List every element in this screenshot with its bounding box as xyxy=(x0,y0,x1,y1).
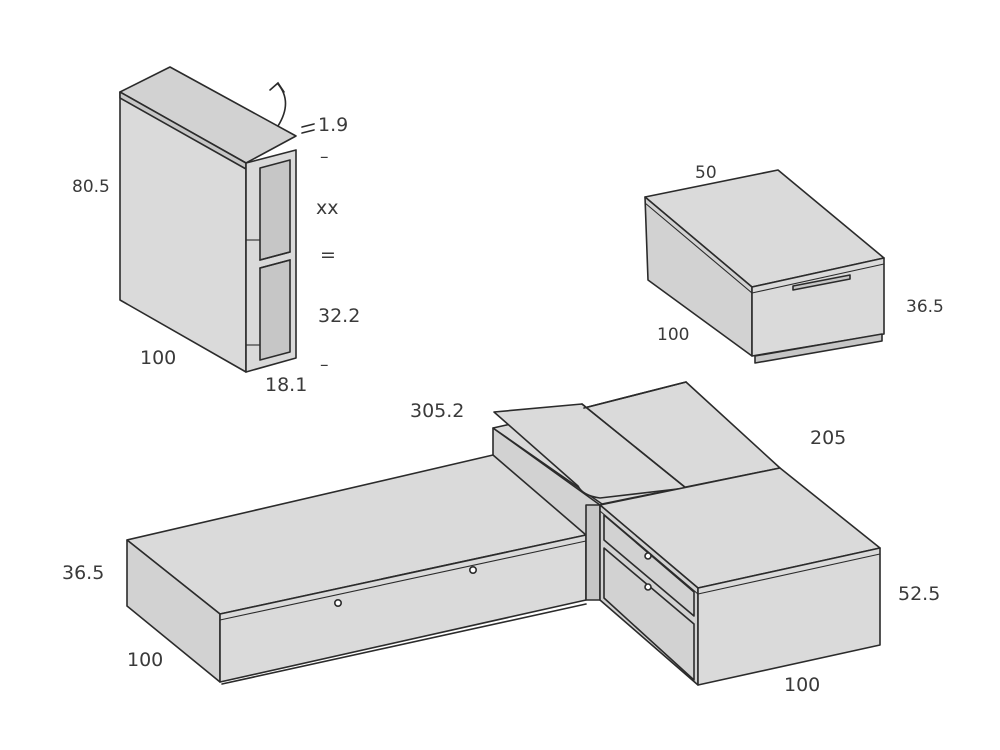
shelf-tick-mark-bottom: – xyxy=(320,355,329,375)
drawer-unit-width-label: 50 xyxy=(695,163,717,183)
bed-drawer-knob-right xyxy=(468,565,477,574)
shelf-lower-gap-label: 32.2 xyxy=(318,305,360,327)
total-length-label: 305.2 xyxy=(410,400,464,422)
drawer-unit-height-label: 36.5 xyxy=(906,297,944,317)
chest-upper-drawer xyxy=(603,514,695,617)
shelf-lower-compartment xyxy=(259,259,291,361)
shelf-width-label: 18.1 xyxy=(265,374,307,396)
shelf-upper-compartment xyxy=(259,159,291,261)
chest-height-label: 52.5 xyxy=(898,583,940,605)
shelf-upper-gap-label: xx xyxy=(316,197,339,219)
rotate-arrow-head xyxy=(269,81,285,93)
shelf-height-label: 80.5 xyxy=(72,177,110,197)
shelf-equal-mark: = xyxy=(320,244,336,266)
chest-drawer-knob-upper xyxy=(644,552,652,560)
chest-lower-drawer xyxy=(603,547,695,681)
chest-front xyxy=(697,547,881,686)
shelf-unit xyxy=(119,66,315,373)
bed-assembly xyxy=(126,381,881,686)
fold-lid xyxy=(493,403,687,499)
chest-width-label: 100 xyxy=(784,674,820,696)
bed-drawer-knob-left xyxy=(333,598,342,607)
drawer-unit xyxy=(644,169,885,364)
drawer-unit-depth-label: 100 xyxy=(657,325,689,345)
shelf-top-thickness-label: 1.9 xyxy=(318,114,348,136)
bed-width-label: 100 xyxy=(127,649,163,671)
rotate-arrow-icon xyxy=(277,83,287,127)
shelf-depth-label: 100 xyxy=(140,347,176,369)
bed-height-label: 36.5 xyxy=(62,562,104,584)
side-length-label: 205 xyxy=(810,427,846,449)
connector-panel xyxy=(585,504,601,601)
drawer-handle xyxy=(792,274,851,291)
shelf-tick-mark-top: – xyxy=(320,147,329,167)
drawer-unit-front xyxy=(751,257,885,357)
drawer-unit-plinth xyxy=(754,333,883,364)
chest-drawer-knob-lower xyxy=(644,583,652,591)
